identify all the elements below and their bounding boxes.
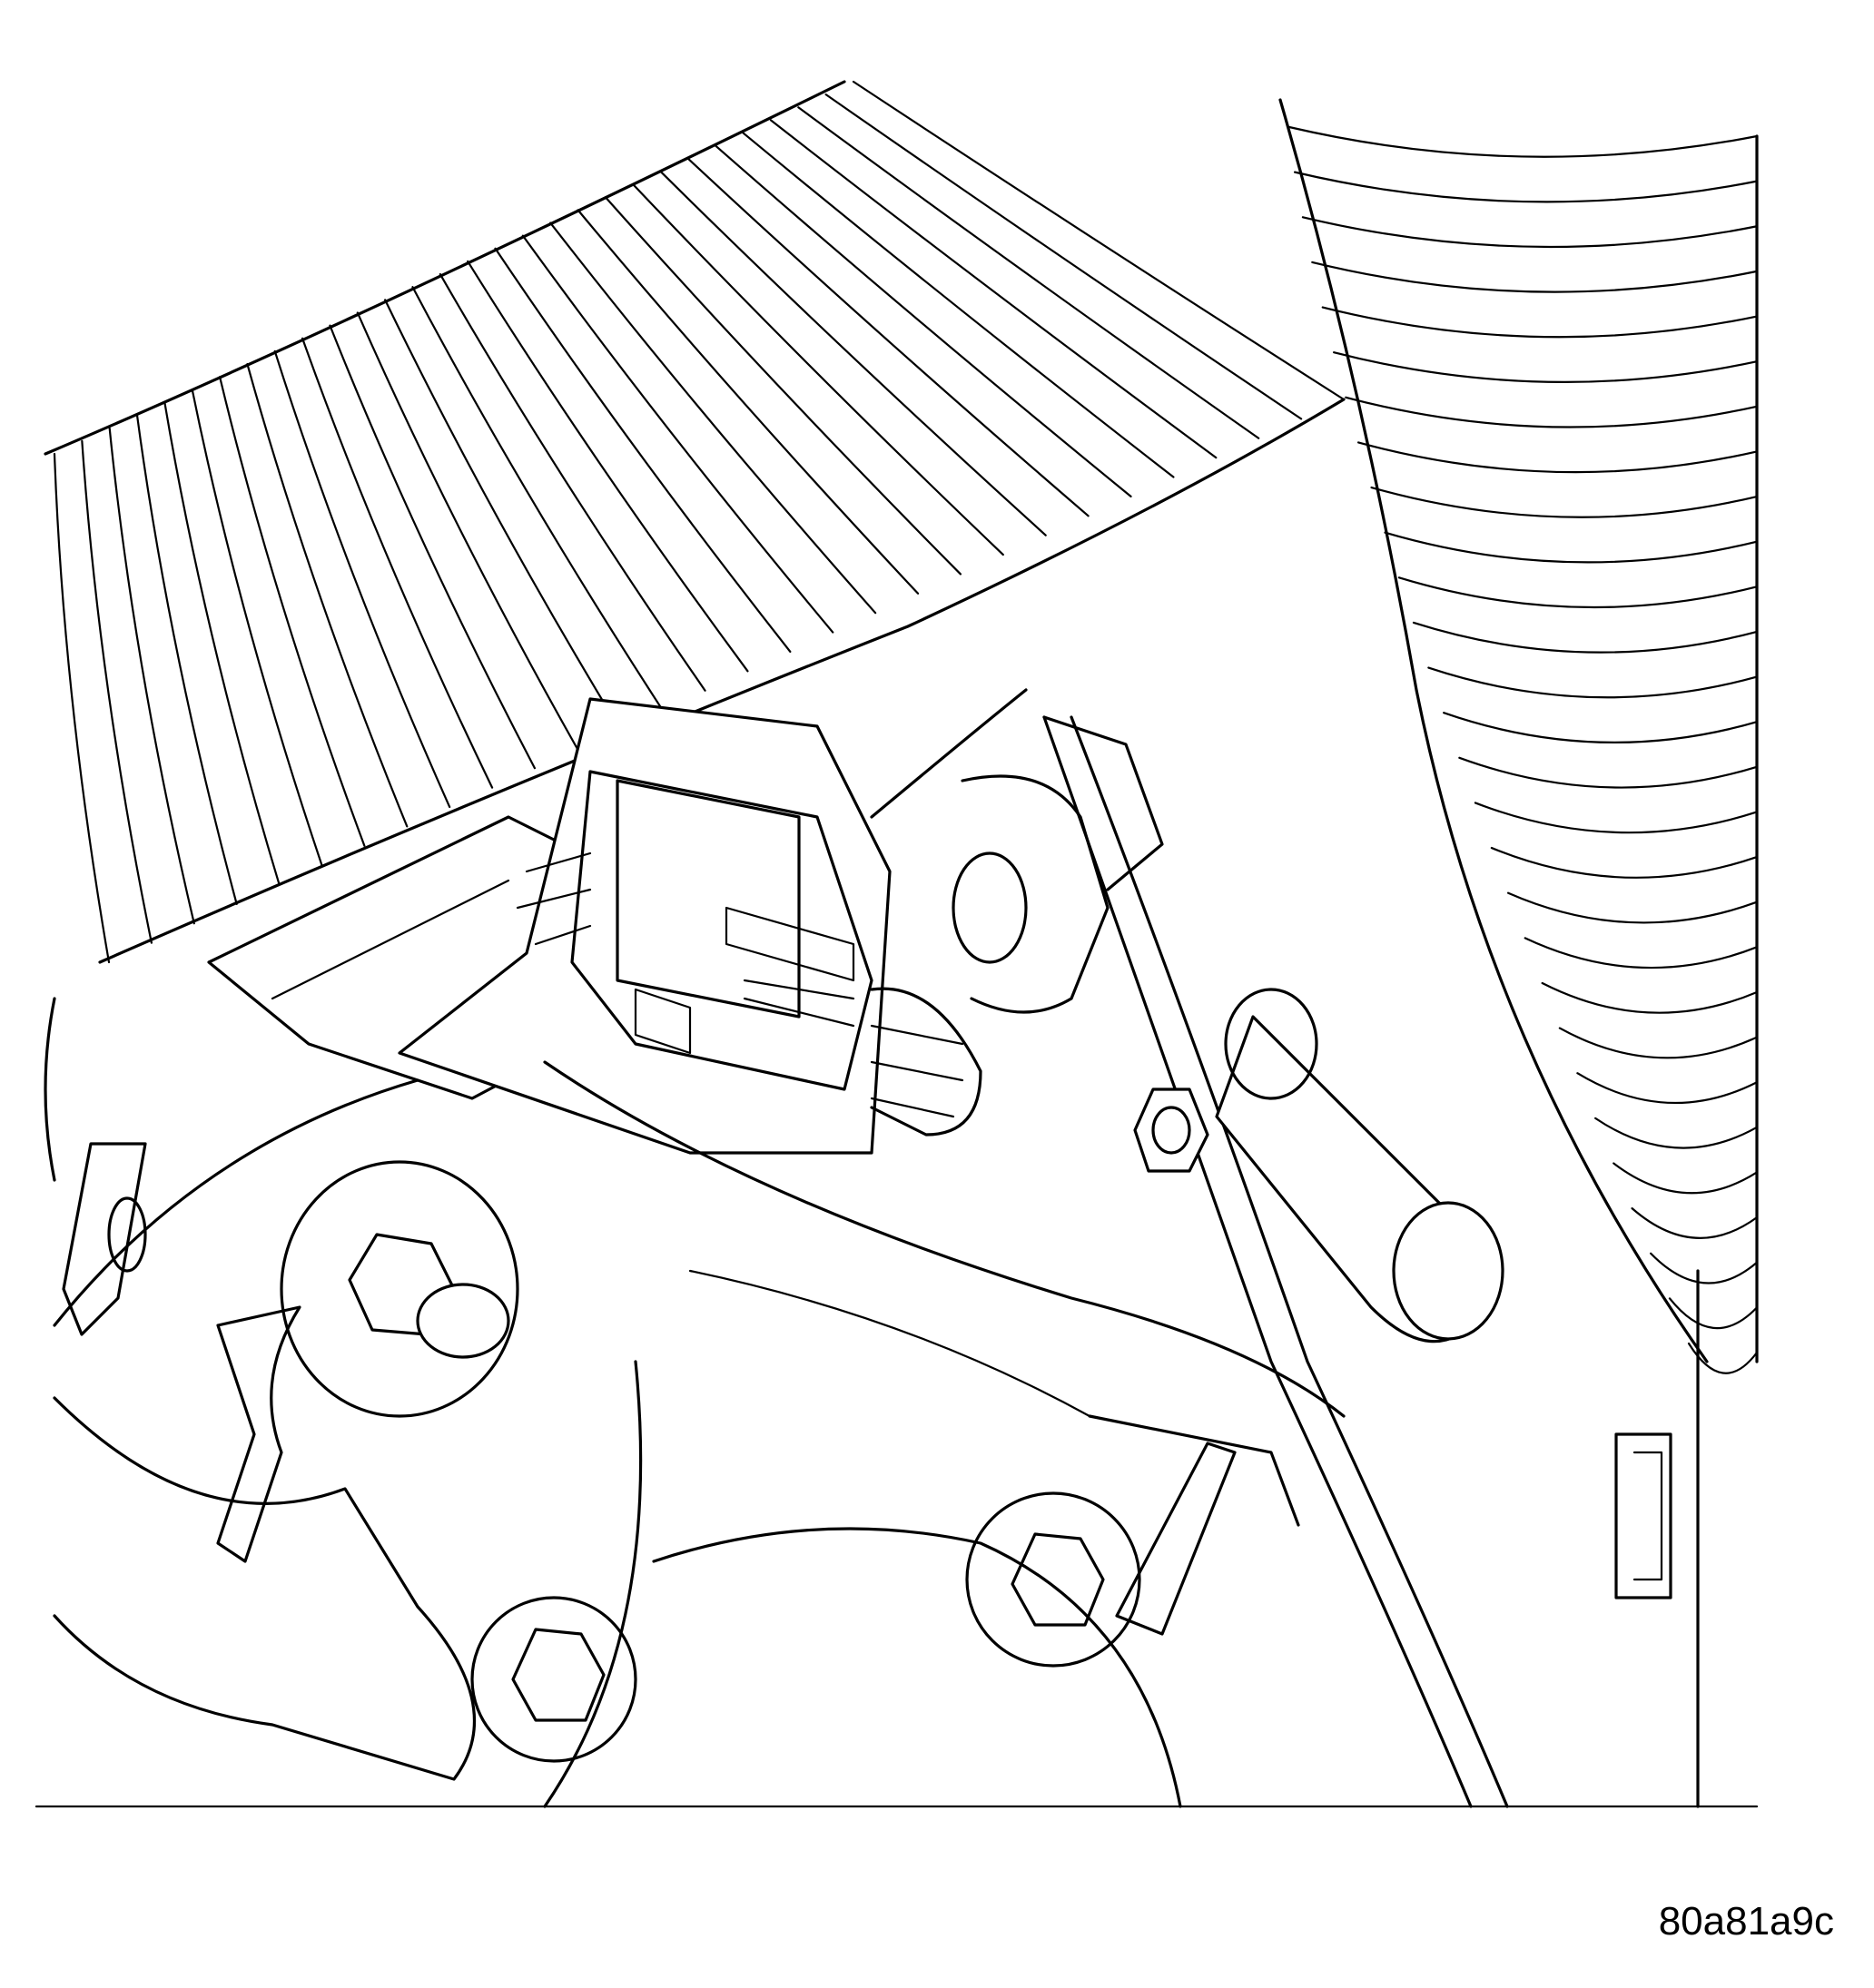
conduit-rib <box>110 428 194 924</box>
conduit-rib <box>826 94 1301 418</box>
harness-clip <box>1616 1271 1698 1806</box>
conduit-rib <box>1323 308 1757 338</box>
conduit-rib <box>468 261 747 671</box>
conduit-rib <box>715 146 1130 497</box>
bolt-left <box>281 1162 518 1416</box>
conduit-rib <box>1399 577 1757 607</box>
bolt-lower-left <box>472 1598 636 1761</box>
conduit-rib <box>1346 398 1757 428</box>
conduit-rib <box>385 300 620 729</box>
ground-terminal <box>54 1307 475 1779</box>
conduit-rib <box>853 82 1344 399</box>
sensor-wire <box>1044 717 1507 1806</box>
bolt-lower-center <box>967 1493 1139 1666</box>
conduit-rib <box>1303 217 1757 247</box>
conduit-rib <box>1289 127 1757 157</box>
figure-code: 80a81a9c <box>1658 1899 1834 1944</box>
conduit-rib <box>440 274 705 691</box>
conduit-rib <box>1651 1254 1757 1284</box>
conduit-rib <box>275 351 449 807</box>
conduit-rib <box>192 389 322 865</box>
right-vertical-conduit <box>1280 100 1757 1373</box>
conduit-rib <box>1428 668 1757 698</box>
vacuum-hose <box>1217 989 1503 1342</box>
conduit-rib <box>550 223 875 614</box>
conduit-rib <box>358 312 577 748</box>
conduit-rib <box>1459 758 1757 788</box>
conduit-rib <box>744 133 1174 477</box>
conduit-rib <box>1632 1208 1757 1238</box>
mounting-bolts <box>281 1089 1208 1761</box>
conduit-rib <box>1543 983 1757 1013</box>
conduit-rib <box>1689 1343 1757 1373</box>
conduit-rib <box>798 107 1258 438</box>
engine-block-castings <box>45 999 1344 1806</box>
conduit-rib <box>1577 1073 1757 1103</box>
conduit-rib <box>247 364 407 826</box>
conduit-rib <box>496 249 791 652</box>
conduit-rib <box>82 441 152 943</box>
nut-center <box>1135 1089 1208 1171</box>
conduit-rib <box>1358 442 1757 472</box>
conduit-rib <box>661 172 1046 536</box>
conduit-rib <box>54 454 109 962</box>
wire-pigtail <box>872 690 1026 1135</box>
conduit-rib <box>1372 487 1757 517</box>
conduit-rib <box>1595 1118 1757 1148</box>
conduit-rib <box>1444 713 1757 743</box>
conduit-rib <box>1525 938 1757 968</box>
conduit-rib <box>1670 1298 1757 1328</box>
conduit-rib <box>523 236 833 633</box>
conduit-rib <box>1295 172 1757 202</box>
conduit-rib <box>1385 533 1757 563</box>
conduit-rib <box>412 287 662 710</box>
conduit-rib <box>220 377 364 846</box>
conduit-rib <box>164 402 279 884</box>
conduit-rib <box>330 326 535 769</box>
sensor-housing <box>953 717 1162 1012</box>
conduit-rib <box>1414 623 1757 653</box>
conduit-rib <box>688 159 1089 516</box>
conduit-rib <box>1492 848 1757 878</box>
conduit-rib <box>633 184 1003 555</box>
conduit-rib <box>137 416 237 904</box>
upper-harness-conduit <box>45 82 1344 962</box>
conduit-rib <box>1560 1028 1757 1058</box>
conduit-rib <box>1475 802 1757 832</box>
electrical-connector <box>399 699 890 1153</box>
conduit-rib <box>302 339 492 788</box>
conduit-rib <box>606 197 961 574</box>
conduit-rib <box>771 120 1216 458</box>
conduit-rib <box>1334 352 1757 382</box>
conduit-rib <box>1508 893 1757 923</box>
conduit-rib <box>1312 262 1757 292</box>
conduit-rib <box>578 210 918 593</box>
conduit-rib <box>1613 1163 1757 1193</box>
